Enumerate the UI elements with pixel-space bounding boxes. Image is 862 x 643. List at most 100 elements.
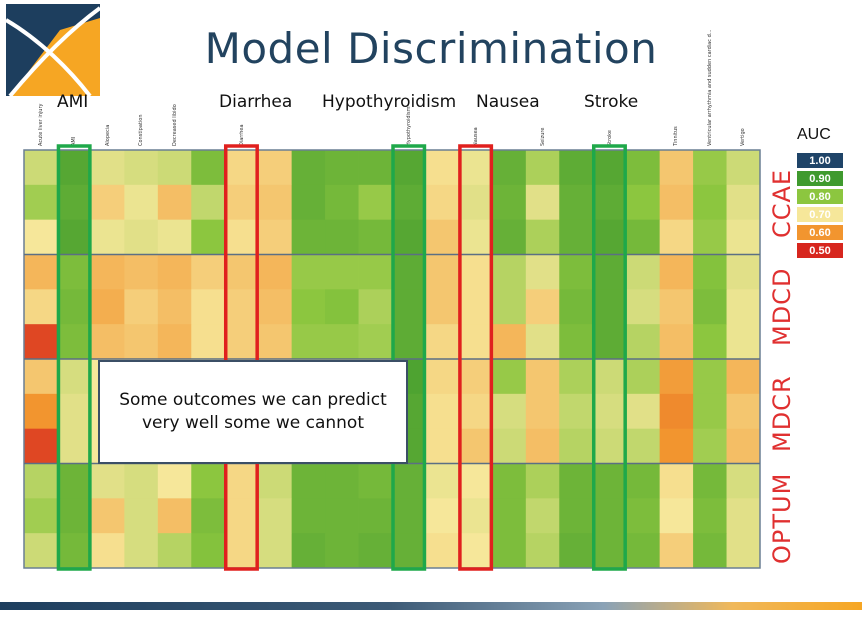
heatmap-cell <box>659 393 694 430</box>
heatmap-cell <box>224 498 259 534</box>
heatmap-cell <box>90 184 125 221</box>
heatmap-cell <box>291 533 326 569</box>
heatmap-cell <box>659 359 694 395</box>
heatmap-cell <box>24 393 58 430</box>
heatmap-cell <box>726 219 761 255</box>
heatmap-cell <box>458 498 493 534</box>
heatmap-cell <box>525 463 560 499</box>
heatmap-cell <box>592 533 627 569</box>
heatmap-cell <box>693 428 727 464</box>
heatmap-cell <box>458 150 493 186</box>
heatmap-cell <box>626 498 661 534</box>
heatmap-cell <box>559 184 594 221</box>
heatmap-cell <box>124 498 159 534</box>
focus-label-ami: AMI <box>57 92 89 112</box>
highlight-box-good <box>391 144 427 571</box>
heatmap-cell <box>358 254 393 290</box>
heatmap-cell <box>57 184 92 221</box>
heatmap-cell <box>592 184 627 221</box>
heatmap-cell <box>492 150 527 186</box>
heatmap-cell <box>24 219 58 255</box>
heatmap-cell <box>559 428 594 464</box>
heatmap-cell <box>90 289 125 325</box>
highlight-box-good <box>591 144 627 571</box>
heatmap-cell <box>358 324 393 360</box>
heatmap-cell <box>458 463 493 499</box>
heatmap-cell <box>224 184 259 221</box>
heatmap-cell <box>693 219 727 255</box>
heatmap-cell <box>525 150 560 186</box>
heatmap-cell <box>90 324 125 360</box>
heatmap-cell <box>124 219 159 255</box>
heatmap-cell <box>659 184 694 221</box>
database-label-ccae: CCAE <box>768 168 796 238</box>
heatmap-cell <box>525 184 560 221</box>
heatmap-cell <box>325 289 359 325</box>
heatmap-cell <box>659 463 694 499</box>
heatmap-cell <box>726 533 761 569</box>
heatmap-cell <box>425 324 460 360</box>
heatmap-cell <box>24 533 58 569</box>
heatmap-cell <box>626 254 661 290</box>
heatmap-cell <box>492 359 527 395</box>
heatmap-cell <box>291 184 326 221</box>
legend-swatch: 0.70 <box>796 206 844 223</box>
heatmap-cell <box>258 184 293 221</box>
heatmap-cell <box>291 219 326 255</box>
heatmap-cell <box>726 359 761 395</box>
heatmap-cell <box>258 498 293 534</box>
heatmap-cell <box>392 219 426 255</box>
heatmap-cell <box>525 393 560 430</box>
heatmap-cell <box>191 150 226 186</box>
legend-swatch: 0.80 <box>796 188 844 205</box>
heatmap-cell <box>191 254 226 290</box>
heatmap-cell <box>492 393 527 430</box>
heatmap-cell <box>224 463 259 499</box>
heatmap-cell <box>57 254 92 290</box>
heatmap-cell <box>659 289 694 325</box>
heatmap-cell <box>191 219 226 255</box>
heatmap-cell <box>458 254 493 290</box>
heatmap-cell <box>525 428 560 464</box>
heatmap-cell <box>559 289 594 325</box>
heatmap-cell <box>291 254 326 290</box>
heatmap-cell <box>124 254 159 290</box>
highlight-box-bad <box>458 144 494 571</box>
heatmap-cell <box>358 150 393 186</box>
heatmap-cell <box>325 498 359 534</box>
heatmap-cell <box>191 533 226 569</box>
heatmap-cell <box>325 324 359 360</box>
heatmap-cell <box>726 463 761 499</box>
heatmap-cell <box>693 498 727 534</box>
heatmap-cell <box>693 463 727 499</box>
heatmap-cell <box>291 324 326 360</box>
heatmap-cell <box>425 219 460 255</box>
heatmap-cell <box>157 184 192 221</box>
heatmap-cell <box>425 533 460 569</box>
heatmap-cell <box>157 463 192 499</box>
heatmap-cell <box>726 254 761 290</box>
heatmap-cell <box>492 498 527 534</box>
heatmap-cell <box>90 150 125 186</box>
callout-line-2: very well some we cannot <box>141 413 364 433</box>
heatmap-cell <box>392 184 426 221</box>
heatmap-cell <box>157 219 192 255</box>
heatmap-cell <box>458 219 493 255</box>
heatmap-cell <box>626 150 661 186</box>
heatmap-cell <box>258 533 293 569</box>
heatmap-cell <box>659 533 694 569</box>
heatmap-cell <box>191 289 226 325</box>
heatmap-cell <box>559 359 594 395</box>
heatmap-cell <box>659 498 694 534</box>
heatmap-cell <box>458 393 493 430</box>
heatmap-cell <box>592 498 627 534</box>
heatmap-cell <box>592 219 627 255</box>
heatmap-cell <box>57 150 92 186</box>
heatmap-cell <box>224 533 259 569</box>
heatmap-cell <box>693 254 727 290</box>
heatmap-cell <box>57 463 92 499</box>
callout-box: Some outcomes we can predict very well s… <box>98 360 408 464</box>
heatmap-cell <box>626 324 661 360</box>
heatmap-cell <box>726 150 761 186</box>
heatmap-cell <box>726 393 761 430</box>
